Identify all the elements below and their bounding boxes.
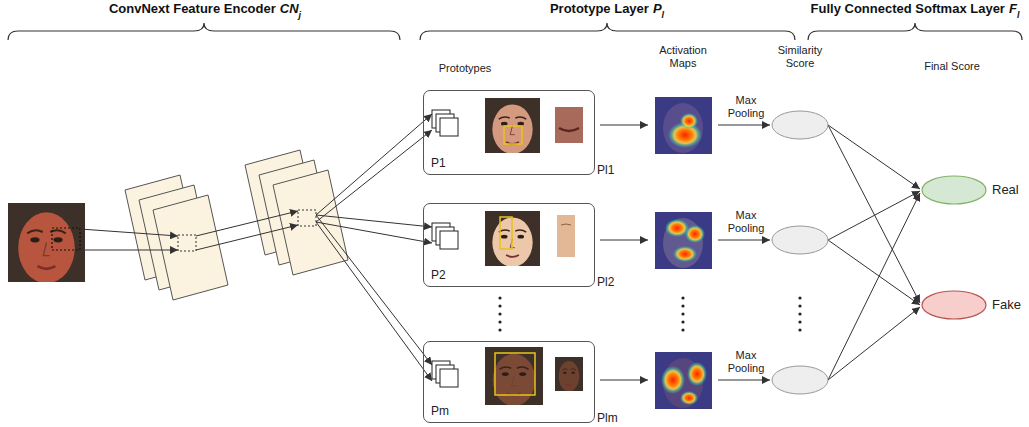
column-heading: Similarity Score (768, 44, 832, 69)
section-heading: Prototype Layer (550, 2, 649, 17)
heading-subscript: l (1017, 10, 1020, 20)
similarity-ovals (772, 111, 828, 394)
flow-arrows (600, 125, 920, 380)
prototype-box: PmPlm (423, 341, 595, 423)
heading-symbol: P (653, 2, 662, 17)
class-node: Fake (921, 290, 1024, 320)
class-node: Real (921, 175, 1022, 205)
class-label: Fake (992, 298, 1021, 313)
heading-subscript: j (299, 10, 302, 20)
prototype-layer-name: Pl1 (597, 164, 614, 178)
class-label: Real (992, 183, 1019, 198)
feature-maps (125, 150, 348, 300)
column-heading: Activation Maps (651, 44, 715, 69)
class-oval-shape (922, 176, 986, 204)
prototype-name: Pm (431, 405, 449, 419)
prototype-layer-name: Pl2 (597, 276, 614, 290)
prototype-patches (432, 98, 583, 406)
prototype-box: P1Pl1 (423, 90, 595, 175)
column-heading: Prototypes (420, 62, 510, 75)
heading-symbol: F (1009, 2, 1017, 17)
section-heading: ConvNext Feature Encoder (109, 2, 276, 17)
prototype-layer-name: Plm (597, 412, 618, 426)
prototype-box: P2Pl2 (423, 203, 595, 287)
operation-label: Max Pooling (723, 349, 769, 374)
operation-label: Max Pooling (723, 209, 769, 234)
column-heading: Final Score (912, 60, 992, 73)
receptive-field-lines (80, 114, 432, 381)
input-face (8, 203, 85, 283)
ellipsis-dots (498, 296, 801, 331)
heading-subscript: l (662, 10, 665, 20)
activation-maps (655, 97, 712, 409)
class-oval-shape (922, 291, 986, 319)
heading-symbol: CN (280, 2, 299, 17)
prototype-name: P2 (431, 269, 446, 283)
section-heading: Fully Connected Softmax Layer (811, 2, 1005, 17)
operation-label: Max Pooling (723, 94, 769, 119)
section-braces (8, 23, 1022, 40)
prototype-name: P1 (431, 157, 446, 171)
